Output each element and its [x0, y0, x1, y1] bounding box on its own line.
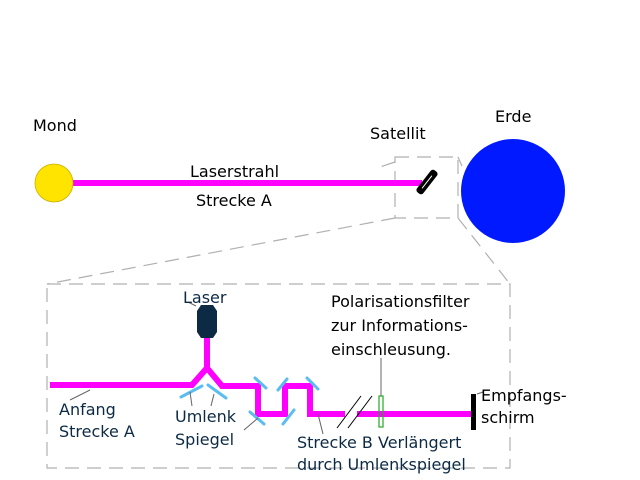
path-b-label-line1: Strecke B Verlängert — [297, 433, 461, 452]
leader-lines — [69, 301, 484, 435]
filter-label-line2: zur Informations- — [331, 316, 468, 335]
path-b-label-line2: durch Umlenkspiegel — [297, 455, 466, 474]
moon-label: Mond — [33, 116, 77, 135]
break-marks — [336, 395, 373, 429]
earth — [461, 139, 565, 243]
moon — [34, 163, 74, 203]
start-label-line1: Anfang — [59, 400, 116, 419]
earth-label: Erde — [495, 107, 531, 126]
screen-label-line2: schirm — [481, 408, 535, 427]
satellite-label: Satellit — [370, 124, 426, 143]
mirror-label-line2: Spiegel — [175, 430, 234, 449]
satellite-icon — [416, 169, 438, 195]
start-label-line2: Strecke A — [59, 422, 135, 441]
filter-label-line1: Polarisationsfilter — [331, 292, 470, 311]
screen-label-line1: Empfangs- — [481, 386, 567, 405]
filter-label-line3: einschleusung. — [331, 340, 451, 359]
mirror-label-line1: Umlenk — [175, 407, 237, 426]
laser-label: Laser — [183, 288, 227, 307]
receiver-screen — [471, 394, 476, 430]
detail-beams — [50, 338, 472, 417]
laser-device — [197, 305, 217, 338]
laser-beam-label: Laserstrahl — [190, 162, 279, 181]
path-a-label: Strecke A — [196, 191, 272, 210]
zoom-frame — [46, 156, 511, 469]
mirrors — [179, 376, 320, 426]
